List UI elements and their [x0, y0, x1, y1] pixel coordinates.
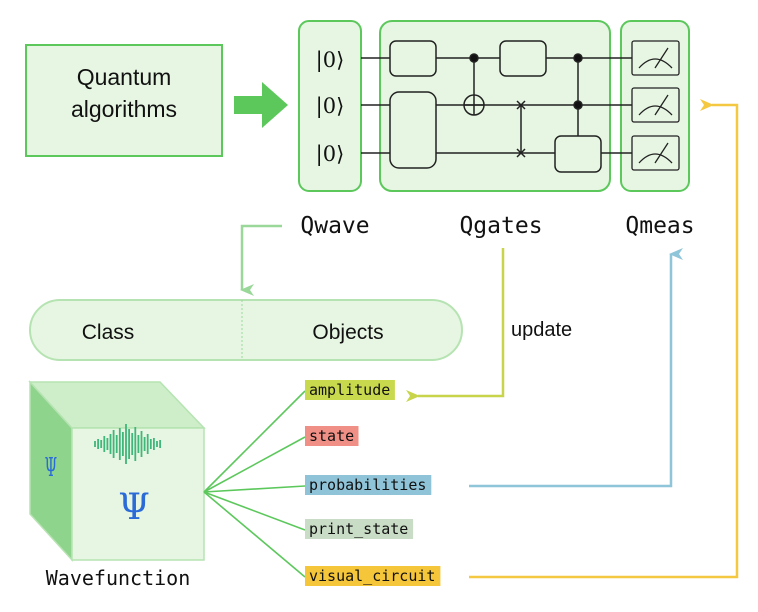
gate-box-3 [499, 40, 547, 77]
swap-cross-2 [516, 148, 526, 158]
gate-box-2q [389, 91, 437, 169]
class-label: Class [82, 321, 135, 344]
attribute-tag-background [305, 475, 432, 495]
attribute-tag-probabilities: probabilities [305, 475, 432, 495]
attribute-tag-amplitude: amplitude [305, 380, 395, 400]
quantum-algorithms-box: Quantum algorithms [25, 44, 223, 157]
wavefunction-cube [28, 380, 206, 562]
attribute-tag-label: visual_circuit [309, 567, 435, 585]
control-dot-1 [573, 53, 583, 63]
attribute-tag-state: state [305, 426, 359, 446]
right-arrow-icon [234, 82, 288, 128]
wavefunction-label: Wavefunction [46, 566, 191, 590]
gate-box-4 [554, 135, 602, 173]
attribute-connector-line [203, 390, 306, 493]
cnot-control-dot [469, 53, 479, 63]
objects-label: Objects [312, 321, 383, 344]
attribute-tag-visual-circuit: visual_circuit [305, 566, 441, 586]
attribute-tag-background [305, 380, 395, 400]
attribute-connector-line [203, 436, 306, 493]
qwave-to-class-arrow [240, 224, 282, 296]
psi-side-symbol: Ψ [45, 452, 58, 482]
update-arrow [406, 248, 505, 402]
qwave-module-box [298, 20, 362, 192]
qmeas-label: Qmeas [625, 213, 694, 239]
measurement-meter-icon [631, 135, 680, 171]
attribute-tag-background [305, 519, 414, 539]
attribute-connector-lines [203, 390, 306, 578]
algorithms-label-line1: Quantum [77, 64, 172, 90]
algorithms-label-line2: algorithms [71, 96, 177, 122]
attribute-tag-label: print_state [309, 520, 408, 538]
attribute-tag-label: amplitude [309, 381, 390, 399]
psi-front-symbol: Ψ [118, 487, 150, 528]
attribute-connector-line [203, 491, 306, 531]
gate-box-1 [389, 40, 437, 77]
waveform-icon [94, 424, 162, 464]
qubit-ket-3: |0⟩ [316, 142, 345, 167]
swap-cross-1 [516, 100, 526, 110]
qubit-ket-2: |0⟩ [316, 94, 345, 119]
qgates-module-box [379, 20, 611, 192]
attribute-tag-label: state [309, 427, 354, 445]
measurement-meter-icon [631, 40, 680, 76]
attribute-tag-print-state: print_state [305, 519, 414, 539]
probabilities-to-qmeas-arrow [469, 248, 683, 488]
qubit-ket-1: |0⟩ [316, 48, 345, 73]
class-objects-pill [29, 299, 463, 361]
attribute-tags: amplitude state probabilities print_statevi… [305, 380, 441, 586]
measurement-meters [631, 40, 680, 171]
visual-circuit-to-qmeas-arrow [469, 99, 739, 579]
attribute-tag-label: probabilities [309, 476, 426, 494]
qwave-label: Qwave [300, 213, 369, 239]
attribute-tag-background [305, 566, 441, 586]
attribute-tag-background [305, 426, 359, 446]
update-label: update [511, 319, 572, 341]
circuit-gates [389, 40, 602, 173]
control-dot-2 [573, 100, 583, 110]
measurement-meter-icon [631, 87, 680, 123]
attribute-connector-line [203, 491, 306, 578]
attribute-connector-line [203, 485, 306, 493]
qgates-label: Qgates [459, 213, 542, 239]
